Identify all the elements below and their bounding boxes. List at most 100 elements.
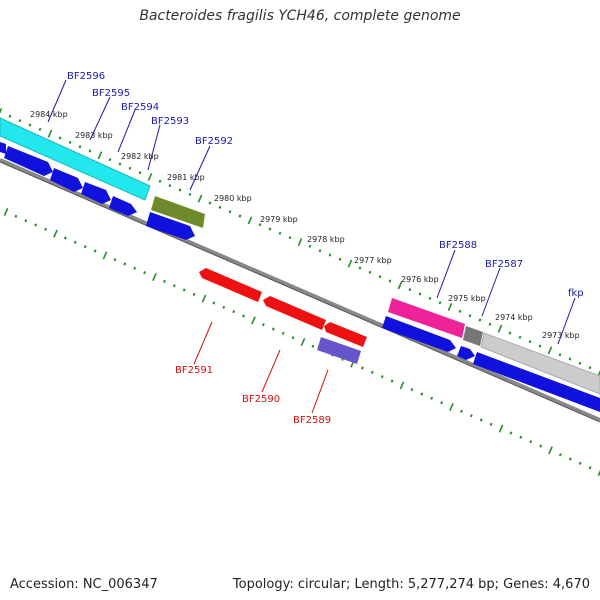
- minor-tick: [242, 314, 246, 318]
- minor-tick: [479, 418, 483, 422]
- cds-blue-9[interactable]: [473, 352, 600, 412]
- cds-bf2590-red[interactable]: [263, 296, 326, 330]
- cds-bf2589-red[interactable]: [324, 322, 367, 347]
- callout-bf2592: [189, 145, 211, 191]
- minor-tick: [291, 336, 295, 340]
- minor-tick: [438, 301, 442, 305]
- cds-blue-1[interactable]: [0, 142, 6, 154]
- minor-tick: [418, 292, 422, 296]
- gene-label-bf2596[interactable]: BF2596: [67, 71, 105, 82]
- minor-tick: [83, 245, 87, 249]
- minor-tick: [133, 266, 137, 270]
- gene-label-bf2594[interactable]: BF2594: [121, 102, 159, 113]
- minor-tick: [8, 114, 12, 118]
- cds-bf2591-red[interactable]: [199, 268, 262, 302]
- minor-tick: [158, 179, 162, 183]
- cds-blue-5[interactable]: [109, 196, 137, 216]
- minor-tick: [370, 370, 374, 374]
- major-tick: [447, 303, 453, 311]
- minor-tick: [578, 461, 582, 465]
- minor-tick: [271, 327, 275, 331]
- minor-tick: [440, 401, 444, 405]
- minor-tick: [228, 210, 232, 214]
- minor-tick: [578, 361, 582, 365]
- minor-tick: [113, 258, 117, 262]
- feature-bf2587-darkgrey[interactable]: [463, 326, 483, 346]
- minor-tick: [172, 284, 176, 288]
- minor-tick: [178, 188, 182, 192]
- minor-tick: [28, 123, 32, 127]
- minor-tick: [14, 214, 18, 218]
- minor-tick: [558, 453, 562, 457]
- minor-tick: [18, 119, 22, 123]
- cds-blue-6[interactable]: [146, 212, 195, 240]
- cds-blue-3[interactable]: [50, 168, 83, 192]
- minor-tick: [212, 301, 216, 305]
- major-tick: [147, 173, 153, 181]
- gene-label-bf2593[interactable]: BF2593: [151, 116, 189, 127]
- cds-blue-4[interactable]: [81, 182, 111, 204]
- minor-tick: [44, 227, 48, 231]
- minor-tick: [458, 309, 462, 313]
- cds-blue-2[interactable]: [4, 146, 53, 176]
- gene-label-bf2590[interactable]: BF2590: [242, 394, 280, 405]
- callout-bf2590: [261, 349, 281, 393]
- gene-label-bf2588[interactable]: BF2588: [439, 240, 477, 251]
- minor-tick: [388, 279, 392, 283]
- major-tick: [399, 381, 405, 390]
- feature-bf2592-olive[interactable]: [151, 196, 205, 228]
- gene-label-bf2587[interactable]: BF2587: [485, 259, 523, 270]
- minor-tick: [529, 440, 533, 444]
- gene-label-bf2595[interactable]: BF2595: [92, 88, 130, 99]
- kbp-label: 2984 kbp: [30, 110, 68, 119]
- minor-tick: [143, 271, 147, 275]
- accession-text: Accession: NC_006347: [10, 577, 158, 592]
- minor-tick: [24, 219, 28, 223]
- minor-tick: [118, 162, 122, 166]
- minor-tick: [68, 140, 72, 144]
- minor-tick: [528, 340, 532, 344]
- minor-tick: [509, 431, 513, 435]
- kbp-label: 2982 kbp: [121, 152, 159, 161]
- feature-bf2596-cyan[interactable]: [0, 117, 151, 201]
- minor-tick: [468, 314, 472, 318]
- gene-label-bf2589[interactable]: BF2589: [293, 415, 331, 426]
- minor-tick: [73, 240, 77, 244]
- major-tick: [547, 346, 553, 355]
- minor-tick: [232, 310, 236, 314]
- minor-tick: [58, 136, 62, 140]
- cds-bf2589-purple[interactable]: [317, 337, 361, 364]
- feature-fkp-grey[interactable]: [480, 332, 600, 395]
- gene-label-bf2592[interactable]: BF2592: [195, 136, 233, 147]
- minor-tick: [208, 201, 212, 205]
- map-title: Bacteroides fragilis YCH46, complete gen…: [139, 8, 461, 24]
- kbp-label: 2973 kbp: [542, 331, 580, 340]
- minor-tick: [508, 331, 512, 335]
- major-tick: [152, 273, 157, 281]
- minor-tick: [488, 322, 492, 326]
- gene-label-fkp[interactable]: fkp: [568, 288, 584, 299]
- gene-label-bf2591[interactable]: BF2591: [175, 365, 213, 376]
- major-tick: [497, 324, 503, 333]
- major-tick: [548, 446, 553, 455]
- minor-tick: [410, 388, 414, 392]
- minor-tick: [168, 184, 172, 188]
- minor-tick: [328, 253, 332, 257]
- minor-tick: [308, 244, 312, 248]
- minor-tick: [261, 323, 265, 327]
- major-tick: [300, 338, 306, 346]
- cds-blue-7[interactable]: [382, 316, 456, 352]
- minor-tick: [430, 396, 434, 400]
- minor-tick: [218, 205, 222, 209]
- minor-tick: [138, 171, 142, 175]
- minor-tick: [78, 145, 82, 149]
- genome-backbone-shadow: [0, 161, 600, 423]
- minor-tick: [568, 357, 572, 361]
- minor-tick: [288, 236, 292, 240]
- kbp-label: 2975 kbp: [448, 294, 486, 303]
- kbp-label: 2977 kbp: [354, 256, 392, 265]
- kbp-label: 2976 kbp: [401, 275, 439, 284]
- cds-blue-8[interactable]: [457, 346, 475, 360]
- callout-bf2589: [311, 369, 329, 414]
- feature-bf2588-magenta[interactable]: [388, 298, 465, 338]
